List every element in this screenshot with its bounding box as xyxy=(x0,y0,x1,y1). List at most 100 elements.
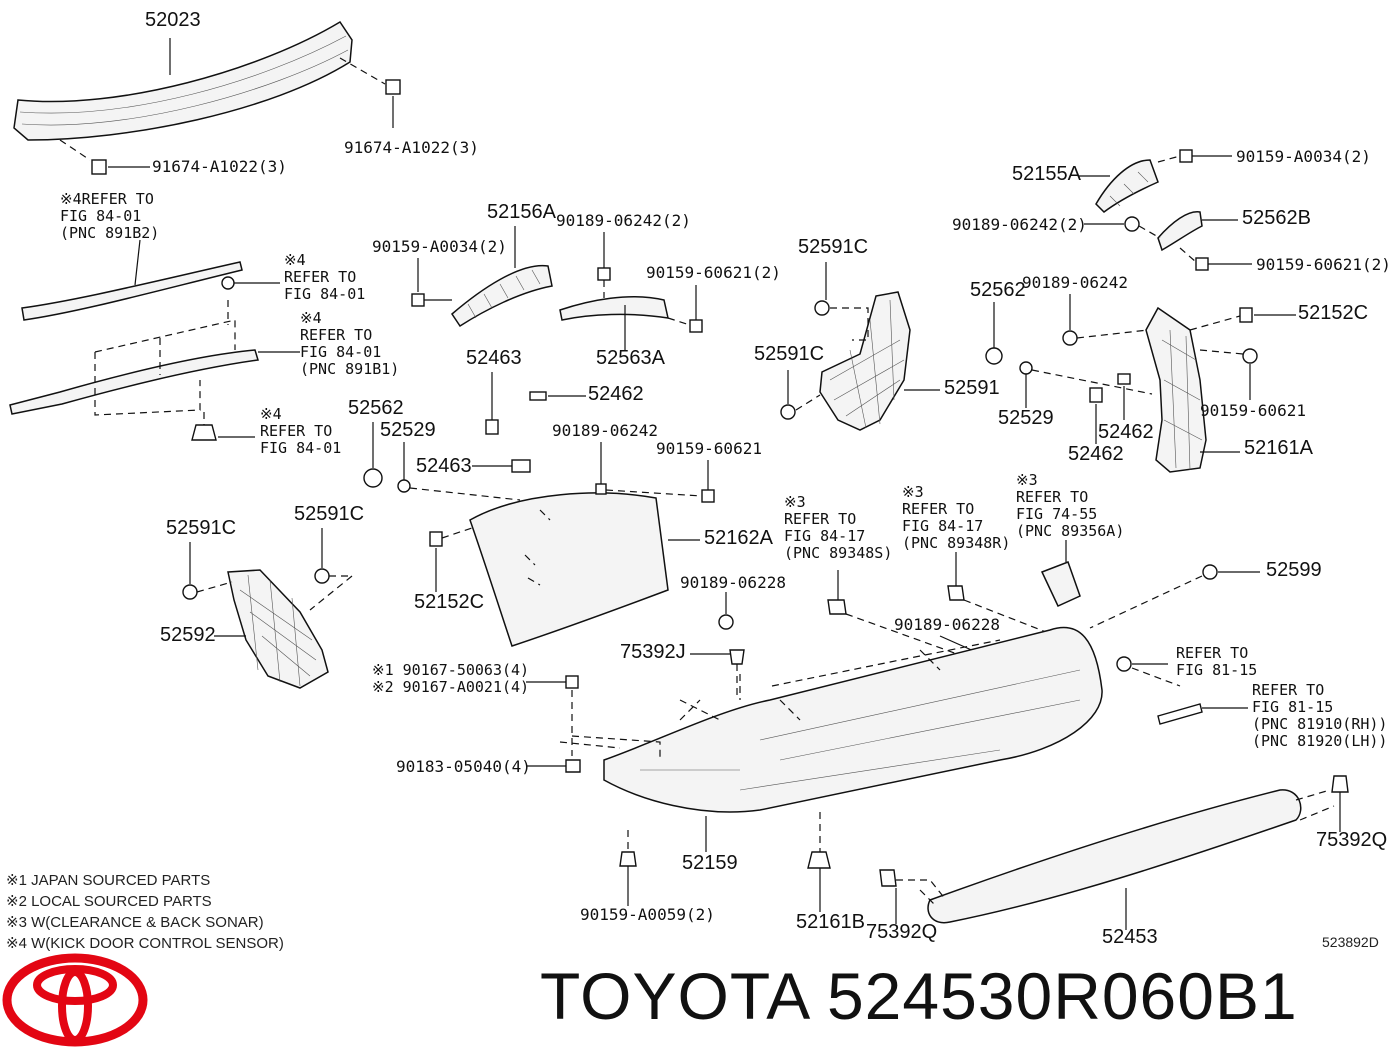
bolt-icon-top-right xyxy=(339,57,401,128)
label-90159-60621-c: 90159-60621(2) xyxy=(1256,255,1391,274)
label-90189-06228-b: 90189-06228 xyxy=(894,615,1000,634)
toyota-logo xyxy=(2,953,148,1047)
label-91674-right: 91674-A1022(3) xyxy=(344,138,479,157)
sonar-sensor-c xyxy=(1040,540,1081,607)
label-52591C-c: 52591C xyxy=(798,236,869,258)
label-52591C-b: 52591C xyxy=(294,503,365,525)
label-52161B: 52161B xyxy=(796,911,865,933)
clip-75392Q-right xyxy=(1331,775,1349,832)
label-ref-81-15-b: REFER TO FIG 81-15 (PNC 81910(RH)) (PNC … xyxy=(1252,681,1388,750)
label-52591: 52591 xyxy=(944,377,1000,399)
ref-81-15-parts xyxy=(1116,656,1248,725)
pad-52463-top xyxy=(485,372,499,435)
label-52159: 52159 xyxy=(682,852,738,874)
label-75392J: 75392J xyxy=(620,641,686,663)
label-90159-A0059: 90159-A0059(2) xyxy=(580,905,715,924)
label-90159-60621-b: 90159-60621 xyxy=(656,439,762,458)
label-52529-a: 52529 xyxy=(380,419,436,441)
label-ref-81-15-a: REFER TO FIG 81-15 xyxy=(1176,644,1258,679)
side-bracket-52592 xyxy=(182,528,353,689)
reinforcement-beam-52023 xyxy=(13,20,353,141)
side-bracket-52162A xyxy=(469,442,715,647)
nut-52529-left xyxy=(397,442,521,501)
label-90159-A0034-b: 90159-A0034(2) xyxy=(1236,147,1371,166)
sonar-sensor-b xyxy=(947,552,1047,633)
label-ref4-d: ※4 REFER TO FIG 84-01 xyxy=(260,405,342,457)
nut-90183 xyxy=(526,759,581,773)
label-52599: 52599 xyxy=(1266,559,1322,581)
label-90167: ※1 90167-50063(4) ※2 90167-A0021(4) xyxy=(372,661,530,696)
note-1: ※1 JAPAN SOURCED PARTS xyxy=(6,872,211,889)
clip-icon-left xyxy=(191,412,255,441)
label-ref4-a: ※4REFER TO FIG 84-01 (PNC 891B2) xyxy=(60,190,160,242)
bracket-52155A xyxy=(1078,149,1232,213)
note-3: ※3 W(CLEARANCE & BACK SONAR) xyxy=(6,914,264,931)
side-bracket-52161A xyxy=(1145,306,1296,473)
label-90189-06242-d: 90189-06242 xyxy=(1022,273,1128,292)
screw-90167 xyxy=(526,675,661,760)
label-ref3-b: ※3 REFER TO FIG 84-17 (PNC 89348R) xyxy=(902,483,1011,552)
label-52155A: 52155A xyxy=(1012,163,1081,185)
label-52592: 52592 xyxy=(160,624,216,646)
label-52463-a: 52463 xyxy=(466,347,522,369)
small-parts-right-cluster xyxy=(985,294,1153,444)
label-ref4-b: ※4 REFER TO FIG 84-01 xyxy=(284,251,366,303)
kick-sensor-bracket xyxy=(9,300,300,416)
label-52152C-b: 52152C xyxy=(1298,302,1369,324)
label-ref3-a: ※3 REFER TO FIG 84-17 (PNC 89348S) xyxy=(784,493,893,562)
bracket-52562B xyxy=(1084,211,1252,271)
label-90189-06242-b: 90189-06242 xyxy=(552,421,658,440)
label-52152C-a: 52152C xyxy=(414,591,485,613)
label-90189-06242-a: 90189-06242(2) xyxy=(556,211,691,230)
clip-52161B xyxy=(807,812,831,912)
bracket-52156A xyxy=(411,226,553,328)
label-ref3-c: ※3 REFER TO FIG 74-55 (PNC 89356A) xyxy=(1016,471,1125,540)
label-52161A: 52161A xyxy=(1244,437,1313,459)
clip-75392Q-bottom xyxy=(879,869,947,924)
label-52462-b: 52462 xyxy=(1098,421,1154,443)
kick-sensor-harness xyxy=(21,239,280,321)
label-90183: 90183-05040(4) xyxy=(396,757,531,776)
diagram-code: 523892D xyxy=(1322,934,1379,950)
grommet-52562-left xyxy=(363,422,383,488)
bolt-icon-52599 xyxy=(1089,564,1260,629)
label-52562-b: 52562 xyxy=(970,279,1026,301)
label-52591C-a: 52591C xyxy=(166,517,237,539)
label-52462-a: 52462 xyxy=(588,383,644,405)
side-bracket-52591 xyxy=(780,262,940,431)
label-52453: 52453 xyxy=(1102,926,1158,948)
label-75392Q-right: 75392Q xyxy=(1316,829,1388,851)
label-90189-06228-a: 90189-06228 xyxy=(680,573,786,592)
label-52529-b: 52529 xyxy=(998,407,1054,429)
label-52463-b: 52463 xyxy=(416,455,472,477)
clip-90159-A0059 xyxy=(619,830,637,906)
label-52591C-d: 52591C xyxy=(754,343,825,365)
note-2: ※2 LOCAL SOURCED PARTS xyxy=(6,893,212,910)
lower-garnish-52453 xyxy=(927,789,1335,930)
label-52563A: 52563A xyxy=(596,347,665,369)
note-4: ※4 W(KICK DOOR CONTROL SENSOR) xyxy=(6,935,284,952)
bumper-cover-52159 xyxy=(603,626,1103,852)
bolt-icon-top-left xyxy=(59,139,150,175)
pad-52463-mid xyxy=(472,459,531,473)
bolt-icon-52152C-left xyxy=(429,527,473,592)
label-90159-60621-d: 90159-60621 xyxy=(1200,401,1306,420)
pad-52462-top xyxy=(529,391,586,401)
label-75392Q-bottom: 75392Q xyxy=(866,921,938,943)
clip-75392J xyxy=(679,649,745,721)
label-90159-60621-a: 90159-60621(2) xyxy=(646,263,781,282)
label-ref4-c: ※4 REFER TO FIG 84-01 (PNC 891B1) xyxy=(300,309,400,378)
label-91674-left: 91674-A1022(3) xyxy=(152,157,287,176)
label-52562B: 52562B xyxy=(1242,207,1311,229)
label-52162A: 52162A xyxy=(704,527,773,549)
bracket-52563A xyxy=(559,232,703,350)
label-90189-06242-c: 90189-06242(2) xyxy=(952,215,1087,234)
brand-part-title: TOYOTA 524530R060B1 xyxy=(540,959,1298,1033)
label-90159-A0034-a: 90159-A0034(2) xyxy=(372,237,507,256)
label-52023: 52023 xyxy=(145,9,201,31)
label-52462-c: 52462 xyxy=(1068,443,1124,465)
label-52562-a: 52562 xyxy=(348,397,404,419)
label-52156A: 52156A xyxy=(487,201,556,223)
